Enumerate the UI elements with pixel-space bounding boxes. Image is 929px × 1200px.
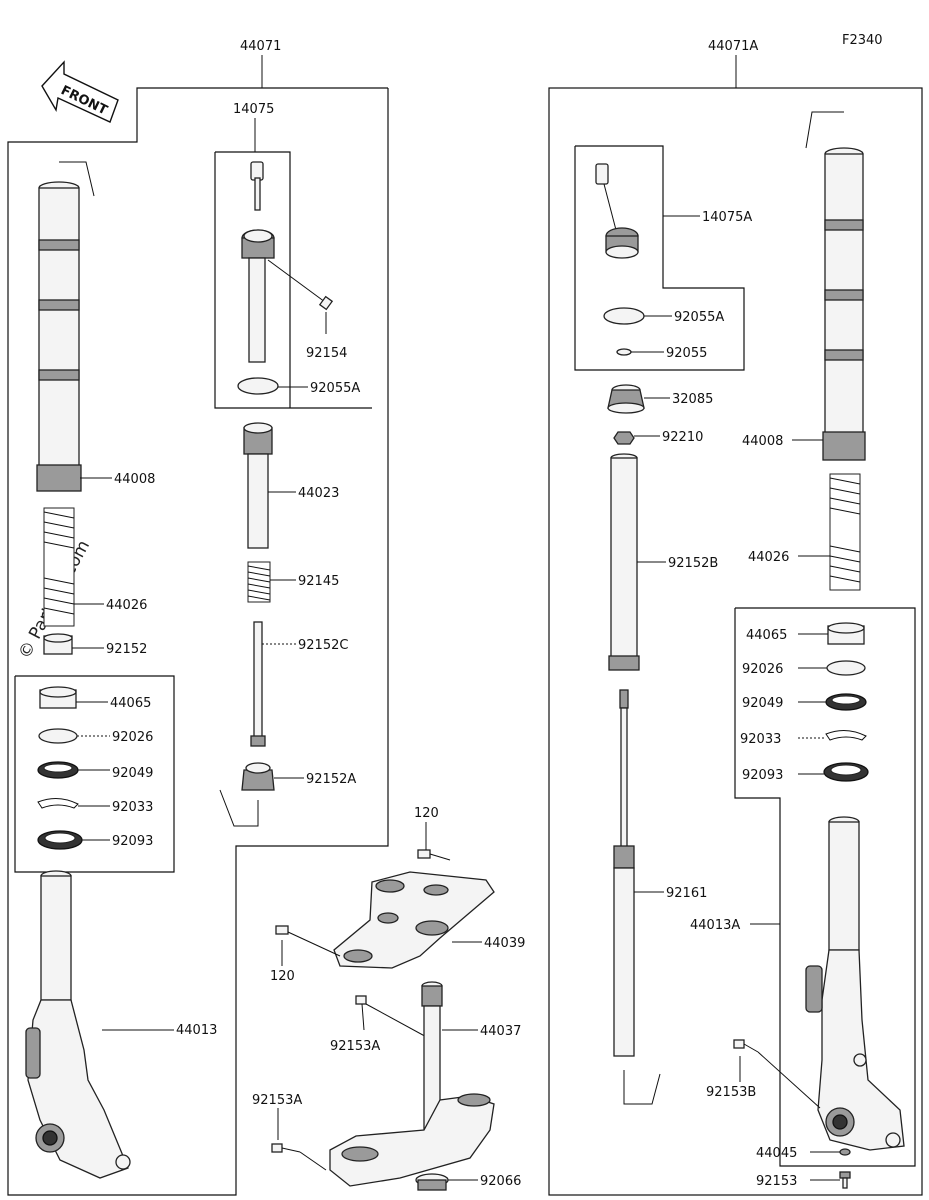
part-92049 <box>37 761 79 779</box>
label-44013: 44013 <box>176 1023 217 1038</box>
label-44065: 44065 <box>110 696 151 711</box>
part-92152C <box>250 621 266 747</box>
part-92026-right <box>826 660 866 676</box>
label-92153B: 92153B <box>706 1085 756 1100</box>
part-92033 <box>37 798 79 809</box>
label-14075: 14075 <box>233 102 274 117</box>
part-92153A-a <box>355 995 433 1041</box>
label-92049-right: 92049 <box>742 696 783 711</box>
label-92026-right: 92026 <box>742 662 783 677</box>
label-44071: 44071 <box>240 39 281 54</box>
sub-frame-seals-right <box>734 607 916 1167</box>
label-92026: 92026 <box>112 730 153 745</box>
part-92145 <box>247 561 271 603</box>
label-44023: 44023 <box>298 486 339 501</box>
part-92152B <box>608 453 640 671</box>
label-44065-right: 44065 <box>746 628 787 643</box>
part-92153 <box>839 1171 851 1189</box>
label-92161: 92161 <box>666 886 707 901</box>
left-assembly-frame <box>7 87 389 1196</box>
label-92145: 92145 <box>298 574 339 589</box>
part-92055 <box>616 348 632 356</box>
label-44037: 44037 <box>480 1024 521 1039</box>
part-92153B <box>733 1039 821 1109</box>
label-92093: 92093 <box>112 834 153 849</box>
part-44008 <box>36 181 82 492</box>
label-92152B: 92152B <box>668 556 718 571</box>
part-44023 <box>243 422 273 549</box>
label-92093-right: 92093 <box>742 768 783 783</box>
label-44013A: 44013A <box>690 918 740 933</box>
label-44026: 44026 <box>106 598 147 613</box>
part-120-top <box>417 849 451 861</box>
part-92055A-right <box>603 307 645 325</box>
label-44071A: 44071A <box>708 39 758 54</box>
part-44013 <box>25 870 131 1179</box>
label-32085: 32085 <box>672 392 713 407</box>
part-92153A-b <box>271 1143 327 1171</box>
figure-code: F2340 <box>842 33 883 48</box>
part-92026 <box>38 728 78 744</box>
label-92049: 92049 <box>112 766 153 781</box>
label-44039: 44039 <box>484 936 525 951</box>
label-92055A: 92055A <box>310 381 360 396</box>
part-92049-right <box>825 693 867 711</box>
part-92033-right <box>825 730 867 741</box>
label-92210: 92210 <box>662 430 703 445</box>
part-92093 <box>37 830 83 850</box>
part-32085 <box>607 384 645 414</box>
label-92152: 92152 <box>106 642 147 657</box>
part-44026 <box>43 507 75 627</box>
label-92152A: 92152A <box>306 772 356 787</box>
sub-frame-14075A <box>574 145 745 371</box>
part-44037 <box>329 981 495 1187</box>
part-44065 <box>39 686 77 709</box>
part-44026-right <box>829 473 861 591</box>
label-120-top: 120 <box>414 806 439 821</box>
label-44045: 44045 <box>756 1146 797 1161</box>
part-92210 <box>613 431 635 445</box>
part-14075 <box>241 161 275 363</box>
part-44039 <box>333 871 495 969</box>
label-92033-right: 92033 <box>740 732 781 747</box>
part-14075A <box>595 163 639 259</box>
label-92066: 92066 <box>480 1174 521 1189</box>
part-44008-right <box>822 147 866 461</box>
label-120-left: 120 <box>270 969 295 984</box>
part-92161 <box>613 689 635 1057</box>
label-44008: 44008 <box>114 472 155 487</box>
part-92152 <box>43 633 73 655</box>
part-92066 <box>415 1173 449 1191</box>
label-92153A-a: 92153A <box>330 1039 380 1054</box>
sub-frame-seals-left <box>14 675 175 873</box>
label-92152C: 92152C <box>298 638 348 653</box>
label-92154: 92154 <box>306 346 347 361</box>
label-92033: 92033 <box>112 800 153 815</box>
part-120-left <box>275 925 341 957</box>
label-92153A-b: 92153A <box>252 1093 302 1108</box>
part-92152A <box>241 762 275 791</box>
part-44013A <box>805 816 905 1151</box>
label-44008-right: 44008 <box>742 434 783 449</box>
part-92154 <box>267 259 334 334</box>
label-92055: 92055 <box>666 346 707 361</box>
label-92055A-right: 92055A <box>674 310 724 325</box>
part-92055A <box>237 377 279 395</box>
sub-frame-14075 <box>214 151 372 409</box>
front-arrow-icon: FRONT <box>41 60 119 123</box>
label-44026-right: 44026 <box>748 550 789 565</box>
part-44045 <box>839 1148 851 1156</box>
part-92093-right <box>823 762 869 782</box>
label-14075A: 14075A <box>702 210 752 225</box>
label-92153: 92153 <box>756 1174 797 1189</box>
part-44065-right <box>827 622 865 645</box>
